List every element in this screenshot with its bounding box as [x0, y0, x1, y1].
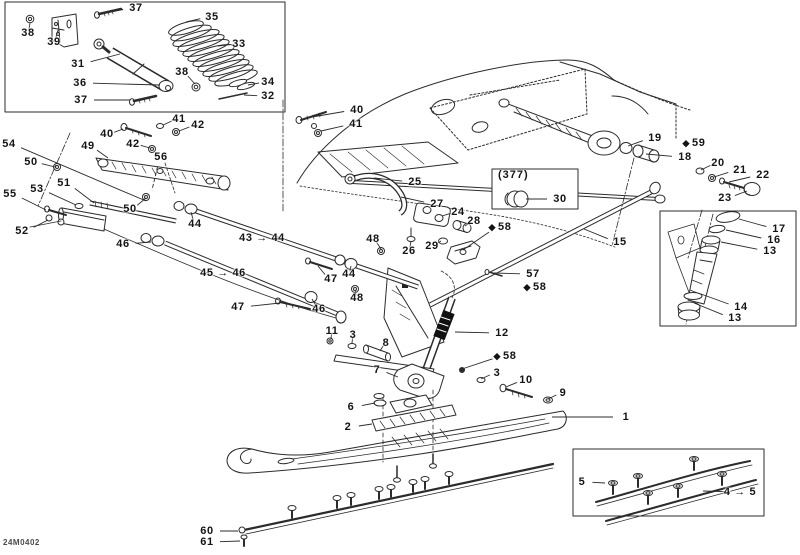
callout-58: ◆58: [488, 221, 512, 233]
fasteners-drawing: [120, 111, 327, 153]
callout-2: 2: [344, 421, 352, 433]
callout-7: 7: [373, 364, 381, 376]
callout-38: 38: [175, 66, 189, 78]
callout-53: 53: [30, 183, 44, 195]
ref-377-drawing: [491, 168, 579, 210]
callout-43-44: 43 → 44: [239, 232, 285, 244]
callout-44: 44: [188, 218, 202, 230]
callout-32: 32: [261, 90, 275, 102]
ski-drawing: [226, 389, 567, 483]
callout-6: 6: [347, 401, 355, 413]
callout-13: 13: [763, 245, 777, 257]
ref-377-caption: (377): [498, 169, 529, 181]
callout-50: 50: [123, 203, 137, 215]
ski-runner-drawing: [238, 462, 555, 547]
inset-box-shock: [4, 1, 286, 113]
callout-12: 12: [495, 327, 509, 339]
callout-14: 14: [734, 301, 748, 313]
callout-41: 41: [349, 118, 363, 130]
shock-spring-inset-drawing: [25, 7, 258, 106]
lubrication-marker-icon: ◆: [493, 351, 502, 361]
callout-60: 60: [200, 525, 214, 537]
callout-47: 47: [324, 273, 338, 285]
figure-code: 24M0402: [3, 538, 40, 547]
callout-41: 41: [172, 113, 186, 125]
callout-42: 42: [191, 119, 205, 131]
callout-37: 37: [74, 94, 88, 106]
callout-39: 39: [47, 36, 61, 48]
callout-59: ◆59: [682, 137, 706, 149]
callout-49: 49: [81, 140, 95, 152]
spindle-inset-drawing: [667, 211, 741, 325]
callout-33: 33: [232, 38, 246, 50]
inset-box-runners: [572, 448, 765, 517]
callout-3: 3: [493, 367, 501, 379]
inset-box-spindle: [659, 210, 797, 327]
callout-23: 23: [718, 192, 732, 204]
callout-51: 51: [57, 177, 71, 189]
chassis-drawing: [296, 59, 691, 248]
steering-linkage-drawing: [344, 172, 503, 277]
callout-21: 21: [733, 164, 747, 176]
callout-16: 16: [767, 234, 781, 246]
callout-30: 30: [553, 193, 567, 205]
lubrication-marker-icon: ◆: [523, 282, 532, 292]
callout-56: 56: [154, 151, 168, 163]
callout-3: 3: [349, 329, 357, 341]
callout-48: 48: [350, 292, 364, 304]
callout-36: 36: [73, 77, 87, 89]
callout-28: 28: [467, 215, 481, 227]
callout-38: 38: [21, 27, 35, 39]
callout-52: 52: [15, 225, 29, 237]
callout-44: 44: [342, 268, 356, 280]
callout-57: 57: [526, 268, 540, 280]
callout-20: 20: [711, 157, 725, 169]
callout-11: 11: [325, 325, 339, 337]
swaybar-rods-drawing: [103, 201, 419, 324]
callout-24: 24: [451, 206, 465, 218]
callout-17: 17: [772, 223, 786, 235]
lubrication-marker-icon: ◆: [682, 138, 691, 148]
callout-58: ◆58: [493, 350, 517, 362]
callout-42: 42: [126, 138, 140, 150]
callout-5: 5: [578, 476, 586, 488]
callout-37: 37: [129, 2, 143, 14]
callout-48: 48: [366, 233, 380, 245]
callout-29: 29: [425, 240, 439, 252]
callout-34: 34: [261, 76, 275, 88]
callout-1: 1: [622, 411, 630, 423]
callout-8: 8: [382, 337, 390, 349]
callout-46: 46: [312, 303, 326, 315]
ref-377-box: [491, 168, 579, 210]
lubrication-marker-icon: ◆: [488, 222, 497, 232]
callout-27: 27: [430, 198, 444, 210]
callout-22: 22: [756, 169, 770, 181]
rear-arm-drawing: [498, 98, 660, 163]
callout-54: 54: [2, 138, 16, 150]
callout-26: 26: [402, 245, 416, 257]
callout-45-46: 45 → 46: [200, 267, 246, 279]
callout-13: 13: [728, 312, 742, 324]
callout-25: 25: [408, 176, 422, 188]
callout-31: 31: [71, 58, 85, 70]
callout-58: ◆58: [523, 281, 547, 293]
callout-55: 55: [3, 188, 17, 200]
callout-10: 10: [519, 374, 533, 386]
callout-47: 47: [231, 301, 245, 313]
callout-4-5: 4 → 5: [723, 486, 757, 498]
callout-50: 50: [24, 156, 38, 168]
callout-40: 40: [350, 104, 364, 116]
callout-15: 15: [613, 236, 627, 248]
callout-19: 19: [648, 132, 662, 144]
steering-column-drawing: [326, 270, 553, 404]
callout-61: 61: [200, 536, 214, 548]
runner-kit-inset-drawing: [595, 456, 759, 526]
callout-18: 18: [678, 151, 692, 163]
trailing-arm-drawing: [383, 181, 661, 358]
callout-46: 46: [116, 238, 130, 250]
callout-40: 40: [100, 128, 114, 140]
callout-35: 35: [205, 11, 219, 23]
callout-9: 9: [559, 387, 567, 399]
